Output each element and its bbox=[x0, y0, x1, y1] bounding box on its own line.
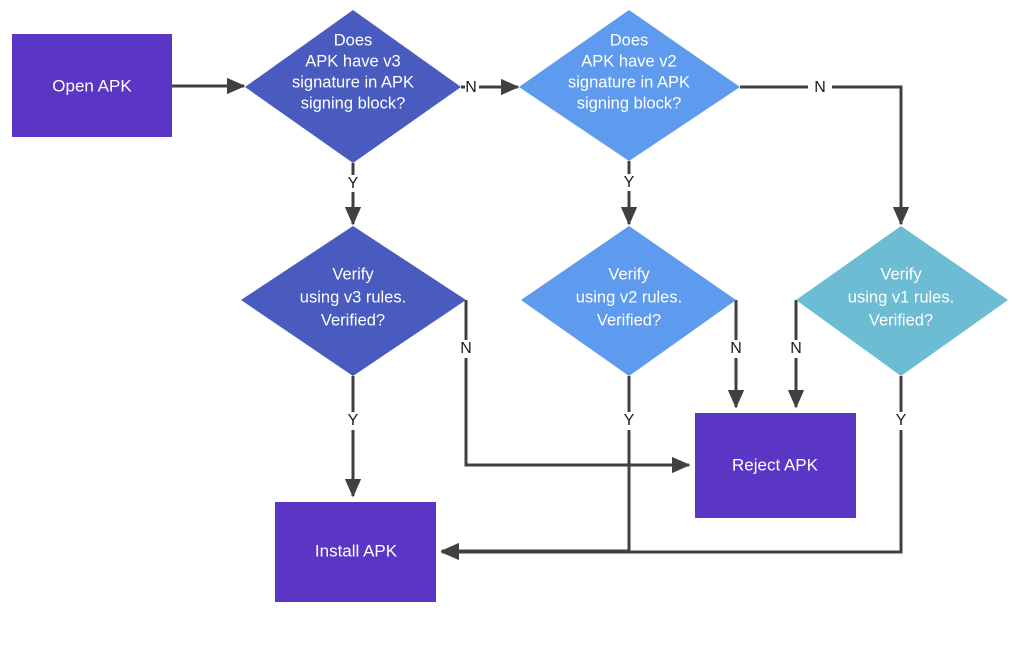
has-v3-label-line-2: APK have v3 bbox=[305, 52, 400, 70]
edge-has-v2-to-verify-v1 bbox=[832, 85, 910, 226]
verify-v3-diamond bbox=[241, 226, 466, 376]
node-verify-v3[interactable]: Verify using v3 rules. Verified? bbox=[241, 226, 466, 376]
verify-v1-label-line-2: using v1 rules. bbox=[848, 288, 954, 306]
open-apk-label: Open APK bbox=[52, 76, 132, 95]
has-v3-label-line-3: signature in APK bbox=[292, 73, 414, 91]
node-install-apk[interactable]: Install APK bbox=[275, 502, 436, 602]
edge-label-has-v2-yes: Y bbox=[624, 174, 635, 191]
node-verify-v2[interactable]: Verify using v2 rules. Verified? bbox=[521, 226, 736, 376]
edge-label-verify-v2-no: N bbox=[730, 340, 742, 357]
verify-v2-label-line-3: Verified? bbox=[597, 311, 661, 329]
has-v3-diamond bbox=[245, 10, 461, 163]
edge-label-has-v3-no: N bbox=[465, 79, 477, 96]
verify-v3-label-line-3: Verified? bbox=[321, 311, 385, 329]
install-apk-label: Install APK bbox=[315, 541, 398, 560]
edge-label-has-v2-no: N bbox=[814, 79, 826, 96]
has-v3-label-line-4: signing block? bbox=[301, 94, 406, 112]
node-open-apk[interactable]: Open APK bbox=[12, 34, 172, 137]
edge-label-verify-v3-yes: Y bbox=[348, 412, 359, 429]
node-verify-v1[interactable]: Verify using v1 rules. Verified? bbox=[796, 226, 1008, 376]
edge-label-verify-v1-yes: Y bbox=[896, 412, 907, 429]
has-v2-label-line-4: signing block? bbox=[577, 94, 682, 112]
has-v2-label-line-2: APK have v2 bbox=[581, 52, 676, 70]
reject-apk-box bbox=[695, 413, 856, 518]
verify-v2-label-line-1: Verify bbox=[608, 265, 650, 283]
verify-v2-label-line-2: using v2 rules. bbox=[576, 288, 682, 306]
edge-label-verify-v1-no: N bbox=[790, 340, 802, 357]
verify-v2-diamond bbox=[521, 226, 736, 376]
edge-verify-v3-to-reject bbox=[464, 358, 691, 474]
verify-v3-label-line-2: using v3 rules. bbox=[300, 288, 406, 306]
node-has-v2[interactable]: Does APK have v2 signature in APK signin… bbox=[519, 10, 740, 161]
open-apk-box bbox=[12, 34, 172, 137]
edge-verify-v1-to-install bbox=[440, 430, 903, 561]
node-has-v3[interactable]: Does APK have v3 signature in APK signin… bbox=[245, 10, 461, 163]
edge-label-verify-v3-no: N bbox=[460, 340, 472, 357]
edge-verify-v2-to-install bbox=[440, 430, 631, 560]
verify-v1-diamond bbox=[796, 226, 1008, 376]
edge-label-has-v3-yes: Y bbox=[348, 175, 359, 192]
install-apk-box bbox=[275, 502, 436, 602]
edge-label-verify-v2-yes: Y bbox=[624, 412, 635, 429]
has-v2-diamond bbox=[519, 10, 740, 161]
has-v2-label-line-1: Does bbox=[610, 31, 649, 49]
has-v3-label-line-1: Does bbox=[334, 31, 373, 49]
has-v2-label-line-3: signature in APK bbox=[568, 73, 690, 91]
verify-v1-label-line-3: Verified? bbox=[869, 311, 933, 329]
verify-v1-label-line-1: Verify bbox=[880, 265, 922, 283]
node-reject-apk[interactable]: Reject APK bbox=[695, 413, 856, 518]
reject-apk-label: Reject APK bbox=[732, 455, 819, 474]
verify-v3-label-line-1: Verify bbox=[332, 265, 374, 283]
